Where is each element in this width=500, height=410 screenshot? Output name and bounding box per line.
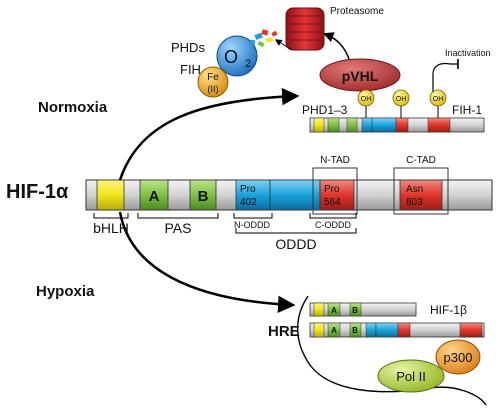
hif1b-a-label: A (331, 306, 337, 315)
normoxia-arrow (118, 87, 300, 181)
pro564-text-b: 564 (324, 197, 341, 208)
stabilized-pas-b (349, 322, 362, 338)
proteasome-label: Proteasome (330, 6, 384, 17)
dna-strand (296, 295, 487, 406)
pas-b-label: B (198, 188, 209, 205)
stabilized-hif1a-bar: A B (309, 322, 485, 338)
hif1b-b-label: B (352, 306, 358, 315)
pas-label: PAS (165, 220, 192, 236)
n-oddd-label: N-ODDD (234, 220, 270, 230)
oh-group-3: OH (429, 89, 447, 118)
asn803-text-b: 803 (406, 197, 423, 208)
hydroxylated-bhlh (313, 117, 325, 133)
stabilized-a-label: A (331, 326, 337, 335)
pro564-text-a: Pro (324, 184, 340, 195)
oddd-block (269, 179, 321, 211)
c-tad-box (393, 167, 449, 215)
asn803-block (399, 179, 443, 211)
fe-label: Fe (207, 72, 219, 83)
oh-group-1: OH (357, 89, 375, 118)
oddd-label: ODDD (275, 236, 316, 252)
c-oddd-bracket (309, 213, 357, 219)
hif1a-protein-bar: A B Pro 402 Pro 564 Asn 803 (85, 179, 493, 211)
proteasome-icon (285, 7, 325, 51)
stabilized-pro564 (397, 322, 411, 338)
n-oddd-bracket (233, 213, 273, 219)
fih-label: FIH (180, 62, 201, 77)
hydroxylated-asn803 (427, 117, 451, 133)
stabilized-pro402 (365, 322, 377, 338)
hydroxylated-hif1a-bar (309, 117, 485, 133)
c-tad-label: C-TAD (406, 155, 436, 166)
n-tad-label: N-TAD (320, 155, 350, 166)
fih1-label: FIH-1 (452, 103, 482, 117)
pro402-text-a: Pro (240, 184, 256, 195)
pvhl-to-proteasome-arrow (323, 32, 351, 63)
inactivation-label: Inactivation (445, 48, 491, 58)
fe-oxidation-label: (II) (208, 84, 219, 94)
oxygen-icon (216, 35, 258, 77)
hif1a-label: HIF-1α (6, 181, 69, 203)
degradation-arrow (274, 39, 293, 51)
oh-group-2: OH (392, 89, 410, 118)
hydroxylated-pas-b (346, 117, 358, 133)
normoxia-label: Normoxia (38, 99, 108, 116)
hypoxia-arrow (118, 211, 296, 314)
pas-bracket (137, 213, 219, 219)
hif1b-pas-b (349, 302, 362, 317)
pas-a-label: A (149, 188, 160, 205)
n-tad-box (312, 167, 358, 215)
iron-icon (197, 66, 229, 98)
hre-label: HRE (268, 323, 300, 340)
pas-b-domain (189, 179, 217, 211)
hydroxylated-oddd (371, 117, 397, 133)
phds-label: PHDs (171, 40, 205, 55)
oddd-bracket (235, 228, 357, 234)
hif1b-backbone (309, 302, 417, 317)
asn803-text-a: Asn (406, 184, 423, 195)
inactivation-inhibitor-line (432, 62, 458, 96)
pol2-label: Pol II (396, 369, 426, 384)
stabilized-oddd (375, 322, 399, 338)
p300-protein (435, 339, 481, 375)
pvhl-protein (319, 58, 401, 92)
stabilized-b-label: B (352, 326, 358, 335)
oh-label-1: OH (361, 96, 372, 103)
hif1b-bhlh (313, 302, 325, 317)
bhlh-domain (96, 179, 125, 211)
oh-label-2: OH (396, 96, 407, 103)
phd13-label: PHD1–3 (302, 103, 348, 117)
hydroxylated-pro402 (361, 117, 373, 133)
stabilized-pas-a (327, 322, 341, 338)
o2-label: O (224, 47, 238, 67)
o2-subscript: 2 (245, 58, 251, 70)
hydroxylated-pro564 (395, 117, 409, 133)
domain-brackets (93, 213, 357, 234)
bhlh-label: bHLH (93, 220, 129, 236)
pvhl-label: pVHL (342, 68, 379, 84)
bhlh-bracket (93, 213, 129, 219)
hif1b-pas-a (327, 302, 341, 317)
pro402-text-b: 402 (240, 197, 257, 208)
hypoxia-label: Hypoxia (36, 283, 95, 300)
stabilized-bhlh (313, 322, 325, 338)
hydroxylated-pas-a (327, 117, 340, 133)
hif1b-label: HIF-1β (430, 303, 467, 317)
stabilized-asn803 (459, 322, 483, 338)
p300-label: p300 (444, 350, 473, 365)
c-oddd-label: C-ODDD (315, 220, 351, 230)
degraded-peptides-icon (249, 29, 278, 48)
pas-a-domain (139, 179, 169, 211)
oh-label-3: OH (433, 96, 444, 103)
pol2-protein (377, 359, 445, 393)
pro564-block (319, 179, 355, 211)
hif1b-bar: A B (309, 302, 417, 317)
